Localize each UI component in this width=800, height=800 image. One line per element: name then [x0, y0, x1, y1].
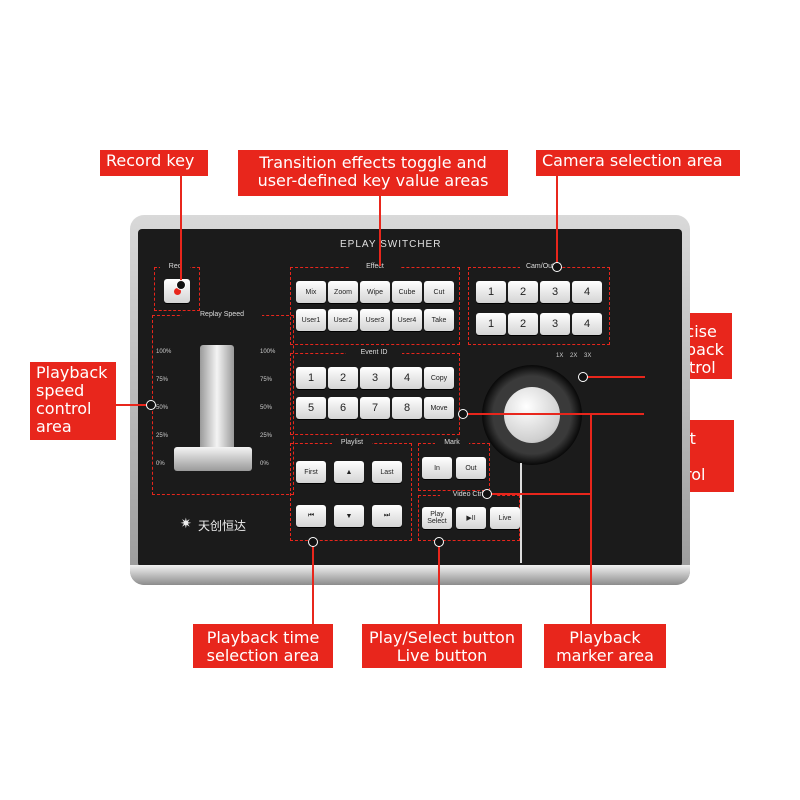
speed-tick-label: 100% [156, 349, 172, 355]
callout-playback-speed: Playback speed control area [30, 362, 116, 440]
playlist-button[interactable]: ⏭ [372, 505, 402, 527]
effect-title: Effect [350, 263, 400, 270]
speed-tick-label: 75% [156, 377, 169, 383]
callout-camera: Camera selection area [536, 150, 740, 176]
leader-video [438, 541, 440, 625]
marker-dot-precise [578, 372, 588, 382]
effect-section [290, 267, 460, 345]
cam-button[interactable]: 2 [508, 313, 538, 335]
effect-button[interactable]: Mix [296, 281, 326, 303]
event-id-button[interactable]: 6 [328, 397, 358, 419]
jog-knob[interactable] [504, 387, 560, 443]
callout-play-select: Play/Select button Live button [362, 624, 522, 668]
playlist-button[interactable]: ▼ [334, 505, 364, 527]
speed-tick-label: 25% [260, 433, 273, 439]
video-ctrl-button[interactable]: Live [490, 507, 520, 529]
effect-button[interactable]: Cut [424, 281, 454, 303]
video-ctrl-title: Video Ctrl [440, 491, 496, 498]
logo-text: 天创恒达 [198, 519, 247, 533]
marker-dot-video [434, 537, 444, 547]
leader-camera [556, 176, 558, 266]
replay-speed-title: Replay Speed [182, 311, 262, 318]
leader-record [180, 176, 182, 284]
marker-dot-event [458, 409, 468, 419]
marker-dot-record [176, 280, 186, 290]
callout-record-key: Record key [100, 150, 208, 176]
mark-title: Mark [435, 439, 469, 446]
leader-speed [116, 404, 150, 406]
playlist-button[interactable]: Last [372, 461, 402, 483]
jog-speed-label: 1X [556, 353, 564, 359]
effect-button[interactable]: User4 [392, 309, 422, 331]
marker-dot-camera [552, 262, 562, 272]
brand-label: EPLAY SWITCHER [340, 239, 442, 250]
marker-dot-mark [482, 489, 492, 499]
event-id-button[interactable]: Move [424, 397, 454, 419]
marker-dot-playlist [308, 537, 318, 547]
event-id-button[interactable]: Copy [424, 367, 454, 389]
jog-speed-label: 3X [584, 353, 592, 359]
effect-button[interactable]: Wipe [360, 281, 390, 303]
jog-cable [520, 463, 522, 563]
playlist-button[interactable]: First [296, 461, 326, 483]
marker-dot-speed [146, 400, 156, 410]
jog-wheel[interactable] [482, 365, 582, 465]
cam-button[interactable]: 4 [572, 281, 602, 303]
event-id-button[interactable]: 7 [360, 397, 390, 419]
effect-button[interactable]: Zoom [328, 281, 358, 303]
speed-slider-base [174, 447, 252, 471]
record-led-icon [173, 287, 181, 295]
event-id-button[interactable]: 1 [296, 367, 326, 389]
leader-mark-h [486, 493, 590, 495]
speed-tick-label: 100% [260, 349, 276, 355]
cam-button[interactable]: 4 [572, 313, 602, 335]
cam-button[interactable]: 1 [476, 313, 506, 335]
effect-button[interactable]: User3 [360, 309, 390, 331]
speed-tick-label: 0% [156, 461, 165, 467]
speed-tick-label: 50% [156, 405, 169, 411]
device-bottom-edge [130, 565, 690, 585]
leader-event-v [590, 413, 592, 626]
event-id-button[interactable]: 3 [360, 367, 390, 389]
effect-button[interactable]: Cube [392, 281, 422, 303]
speed-tick-label: 75% [260, 377, 273, 383]
effect-button[interactable]: Take [424, 309, 454, 331]
leader-precise [585, 376, 645, 378]
speed-tick-label: 0% [260, 461, 269, 467]
mark-button[interactable]: Out [456, 457, 486, 479]
event-id-button[interactable]: 8 [392, 397, 422, 419]
callout-transition: Transition effects toggle and user-defin… [238, 150, 508, 196]
callout-playback-time: Playback time selection area [193, 624, 333, 668]
speed-tick-label: 50% [260, 405, 273, 411]
logo-icon: ✷ [180, 515, 192, 531]
rec-title: Rec [160, 263, 190, 270]
replay-switcher-device: EPLAY SWITCHER Rec Replay Speed 100% 100%… [130, 215, 690, 585]
playlist-button[interactable]: ⏮ [296, 505, 326, 527]
cam-button[interactable]: 1 [476, 281, 506, 303]
effect-button[interactable]: User1 [296, 309, 326, 331]
jog-speed-label: 2X [570, 353, 578, 359]
video-ctrl-button[interactable]: Play Select [422, 507, 452, 529]
video-ctrl-button[interactable]: ▶II [456, 507, 486, 529]
mark-button[interactable]: In [422, 457, 452, 479]
leader-transition [379, 196, 381, 266]
cam-button[interactable]: 3 [540, 313, 570, 335]
event-id-button[interactable]: 2 [328, 367, 358, 389]
leader-event-h [462, 413, 644, 415]
cam-button[interactable]: 2 [508, 281, 538, 303]
effect-button[interactable]: User2 [328, 309, 358, 331]
cam-button[interactable]: 3 [540, 281, 570, 303]
leader-playlist [312, 541, 314, 625]
event-id-button[interactable]: 5 [296, 397, 326, 419]
event-id-button[interactable]: 4 [392, 367, 422, 389]
callout-playback-marker: Playback marker area [544, 624, 666, 668]
playlist-title: Playlist [332, 439, 372, 446]
cam-out-title: Cam/Out [520, 263, 560, 270]
playlist-button[interactable]: ▲ [334, 461, 364, 483]
event-id-title: Event ID [346, 349, 402, 356]
speed-tick-label: 25% [156, 433, 169, 439]
event-id-section [290, 353, 460, 435]
speed-slider-handle[interactable] [200, 345, 234, 455]
